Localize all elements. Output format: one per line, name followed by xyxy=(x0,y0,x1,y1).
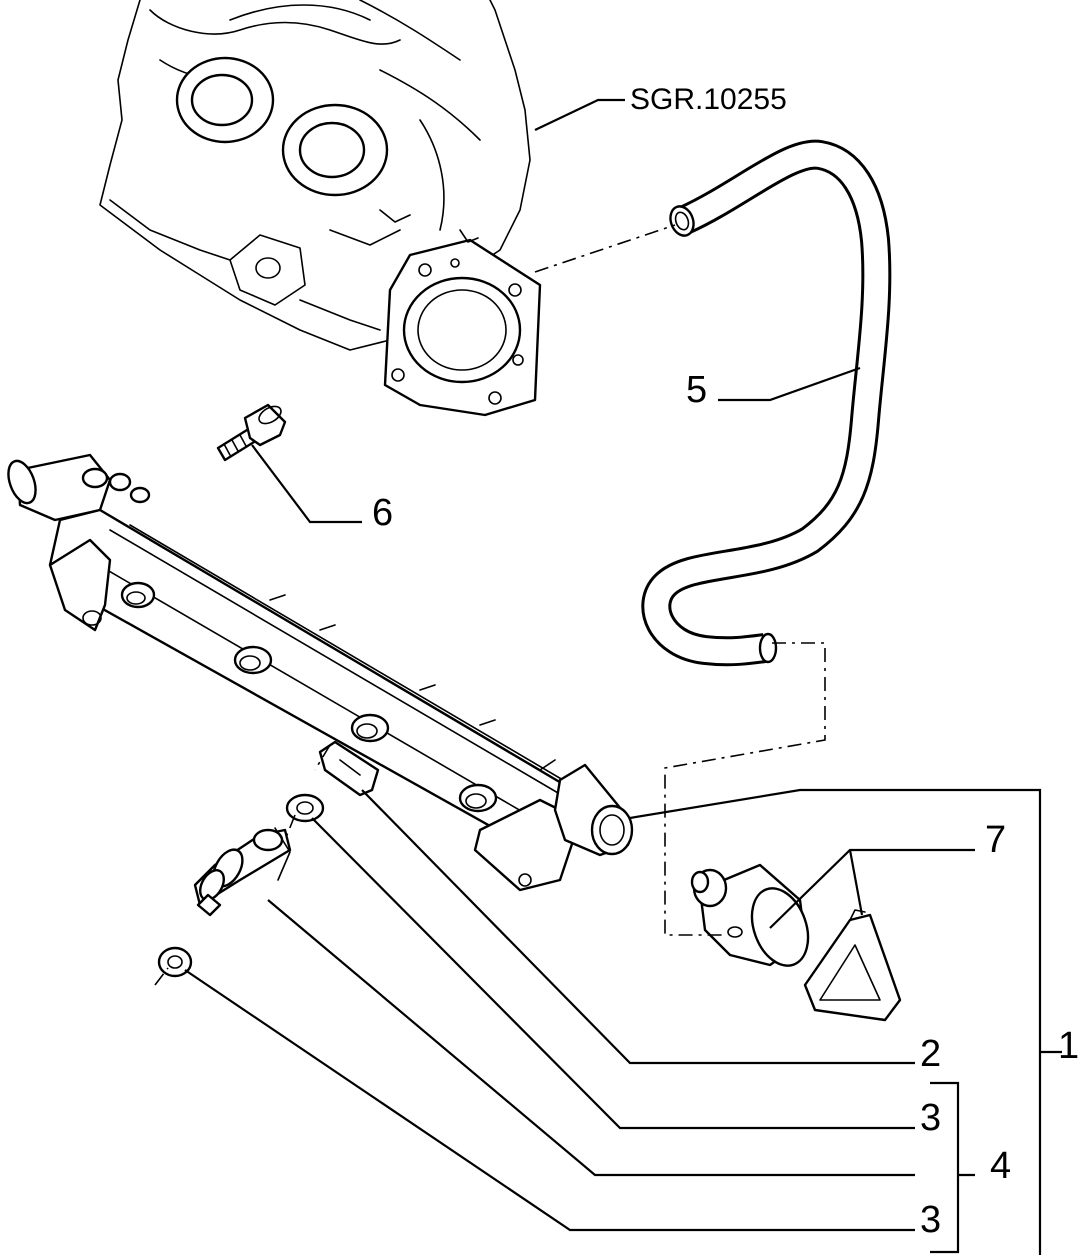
upper-seal-ring xyxy=(285,793,325,823)
bolt xyxy=(216,403,287,462)
retaining-clip xyxy=(803,909,902,1022)
callout-4: 4 xyxy=(990,1145,1011,1187)
pressure-regulator xyxy=(690,863,810,967)
fuel-injector xyxy=(193,827,292,917)
callout-2: 2 xyxy=(920,1033,941,1075)
intake-manifold xyxy=(99,0,542,417)
fuel-rail xyxy=(7,453,634,892)
callout-3-lower: 3 xyxy=(920,1199,941,1241)
callout-3-upper: 3 xyxy=(920,1097,941,1139)
lower-seal-ring xyxy=(157,946,193,978)
reference-label: SGR.10255 xyxy=(630,83,787,116)
callout-6: 6 xyxy=(372,492,393,534)
assembly-centerlines xyxy=(154,224,826,986)
callout-1: 1 xyxy=(1058,1025,1079,1067)
callout-7: 7 xyxy=(985,819,1006,861)
fuel-hose xyxy=(641,139,892,667)
callout-5: 5 xyxy=(686,369,707,411)
leader-lines xyxy=(184,98,1062,1255)
injector-clip xyxy=(318,740,380,797)
